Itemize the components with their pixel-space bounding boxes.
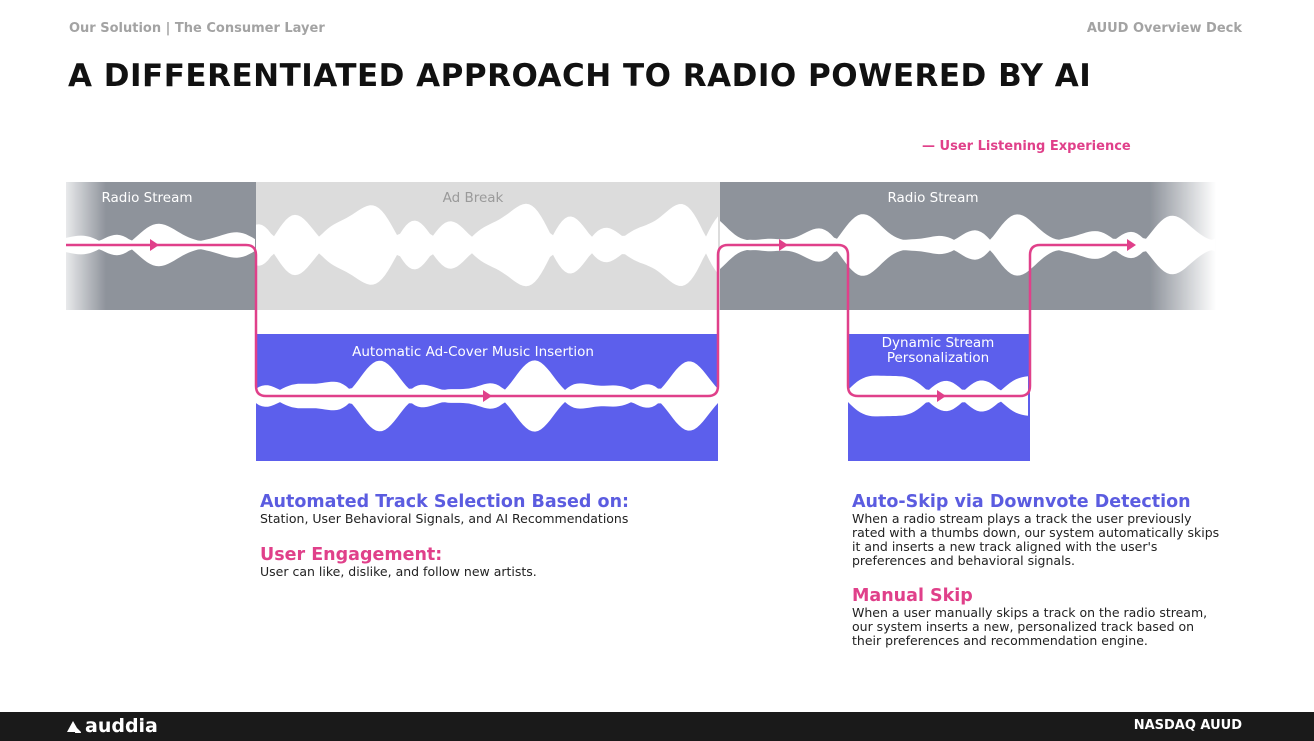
arrow-icon (937, 390, 946, 402)
note-heading: Automated Track Selection Based on: (260, 492, 630, 512)
personalization-label-line1: Dynamic Stream (881, 335, 995, 351)
personalization-label: Dynamic Stream Personalization (848, 336, 1028, 366)
note-body: When a user manually skips a track on th… (852, 605, 1208, 648)
note-user-engagement: User Engagement: User can like, dislike,… (260, 545, 680, 579)
waveform-radio-2 (720, 214, 1215, 276)
auddia-logo: auddia (66, 715, 158, 737)
fade-right (1150, 182, 1216, 310)
logo-text: auddia (85, 715, 158, 737)
section-label: Our Solution | The Consumer Layer (69, 21, 325, 36)
personalization-label-line2: Personalization (886, 350, 990, 366)
arrow-icon (150, 239, 159, 251)
note-heading: User Engagement: (260, 545, 443, 565)
note-body: User can like, dislike, and follow new a… (260, 564, 537, 579)
auddia-logo-icon (67, 721, 81, 733)
note-body: When a radio stream plays a track the us… (852, 511, 1220, 568)
note-manual-skip: Manual Skip When a user manually skips a… (852, 586, 1220, 648)
note-heading: Manual Skip (852, 586, 973, 606)
footer: auddia NASDAQ AUUD (0, 712, 1314, 741)
radio-stream-label-2: Radio Stream (887, 190, 979, 206)
legend-user-listening: — User Listening Experience (922, 139, 1131, 154)
deck-label: AUUD Overview Deck (1086, 21, 1242, 36)
arrow-icon (779, 239, 788, 251)
stream-diagram (66, 182, 1216, 461)
arrow-icon (483, 390, 492, 402)
page-title: A DIFFERENTIATED APPROACH TO RADIO POWER… (68, 58, 1092, 94)
arrow-icon (1127, 239, 1136, 251)
note-heading: Auto-Skip via Downvote Detection (852, 492, 1191, 512)
note-track-selection: Automated Track Selection Based on: Stat… (260, 492, 680, 526)
note-auto-skip: Auto-Skip via Downvote Detection When a … (852, 492, 1220, 568)
waveform-ad-break (256, 203, 718, 287)
ad-cover-label: Automatic Ad-Cover Music Insertion (352, 344, 594, 360)
ad-break-label: Ad Break (442, 190, 504, 206)
note-body: Station, User Behavioral Signals, and AI… (260, 511, 629, 526)
radio-stream-label-1: Radio Stream (101, 190, 193, 206)
ticker: NASDAQ AUUD (1133, 718, 1242, 733)
